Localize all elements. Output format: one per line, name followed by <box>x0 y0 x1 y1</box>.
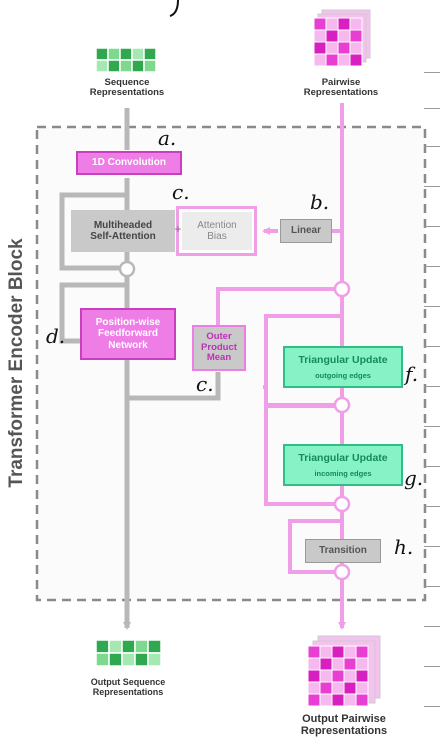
ffn-block: Position-wise Feedforward Network <box>80 308 176 360</box>
annotation-c-opm: c. <box>196 372 214 396</box>
linear-block: Linear <box>280 219 332 243</box>
annotation-d: d. <box>46 324 66 348</box>
mhsa-block: Multiheaded Self-Attention <box>71 210 175 252</box>
tri-in-title: Triangular Update <box>298 451 388 464</box>
encoder-block-title: Transformer Encoder Block <box>6 238 27 488</box>
triangular-update-outgoing-block: Triangular Update outgoing edges <box>283 346 403 388</box>
outer-product-mean-block: Outer Product Mean <box>192 325 246 371</box>
tri-in-subtitle: incoming edges <box>314 468 372 478</box>
conv1d-block: 1D Convolution <box>76 151 182 175</box>
pairwise-matrix-icon <box>313 9 371 67</box>
pairwise-output-label: Output Pairwise Representations <box>300 713 388 737</box>
annotation-a: a. <box>158 126 177 150</box>
bias-plus-sign: + <box>174 222 182 236</box>
annotation-c-attention: c. <box>172 180 190 204</box>
attention-bias-block: Attention Bias <box>182 212 252 250</box>
annotation-f: f. <box>405 362 419 386</box>
output-sequence-grid-icon <box>95 639 162 667</box>
sequence-output-label: Output Sequence Representations <box>90 677 166 698</box>
annotation-b: b. <box>310 190 330 214</box>
transition-block: Transition <box>305 539 381 563</box>
annotation-g: g. <box>404 466 424 490</box>
annotation-h: h. <box>394 535 414 559</box>
output-pairwise-matrix-icon <box>307 635 381 707</box>
tri-out-subtitle: outgoing edges <box>315 370 371 380</box>
pairwise-input-label: Pairwise Representations <box>303 77 379 99</box>
sequence-input-label: Sequence Representations <box>89 77 165 99</box>
triangular-update-incoming-block: Triangular Update incoming edges <box>283 444 403 486</box>
tri-out-title: Triangular Update <box>298 353 388 366</box>
sequence-grid-icon <box>95 47 157 73</box>
